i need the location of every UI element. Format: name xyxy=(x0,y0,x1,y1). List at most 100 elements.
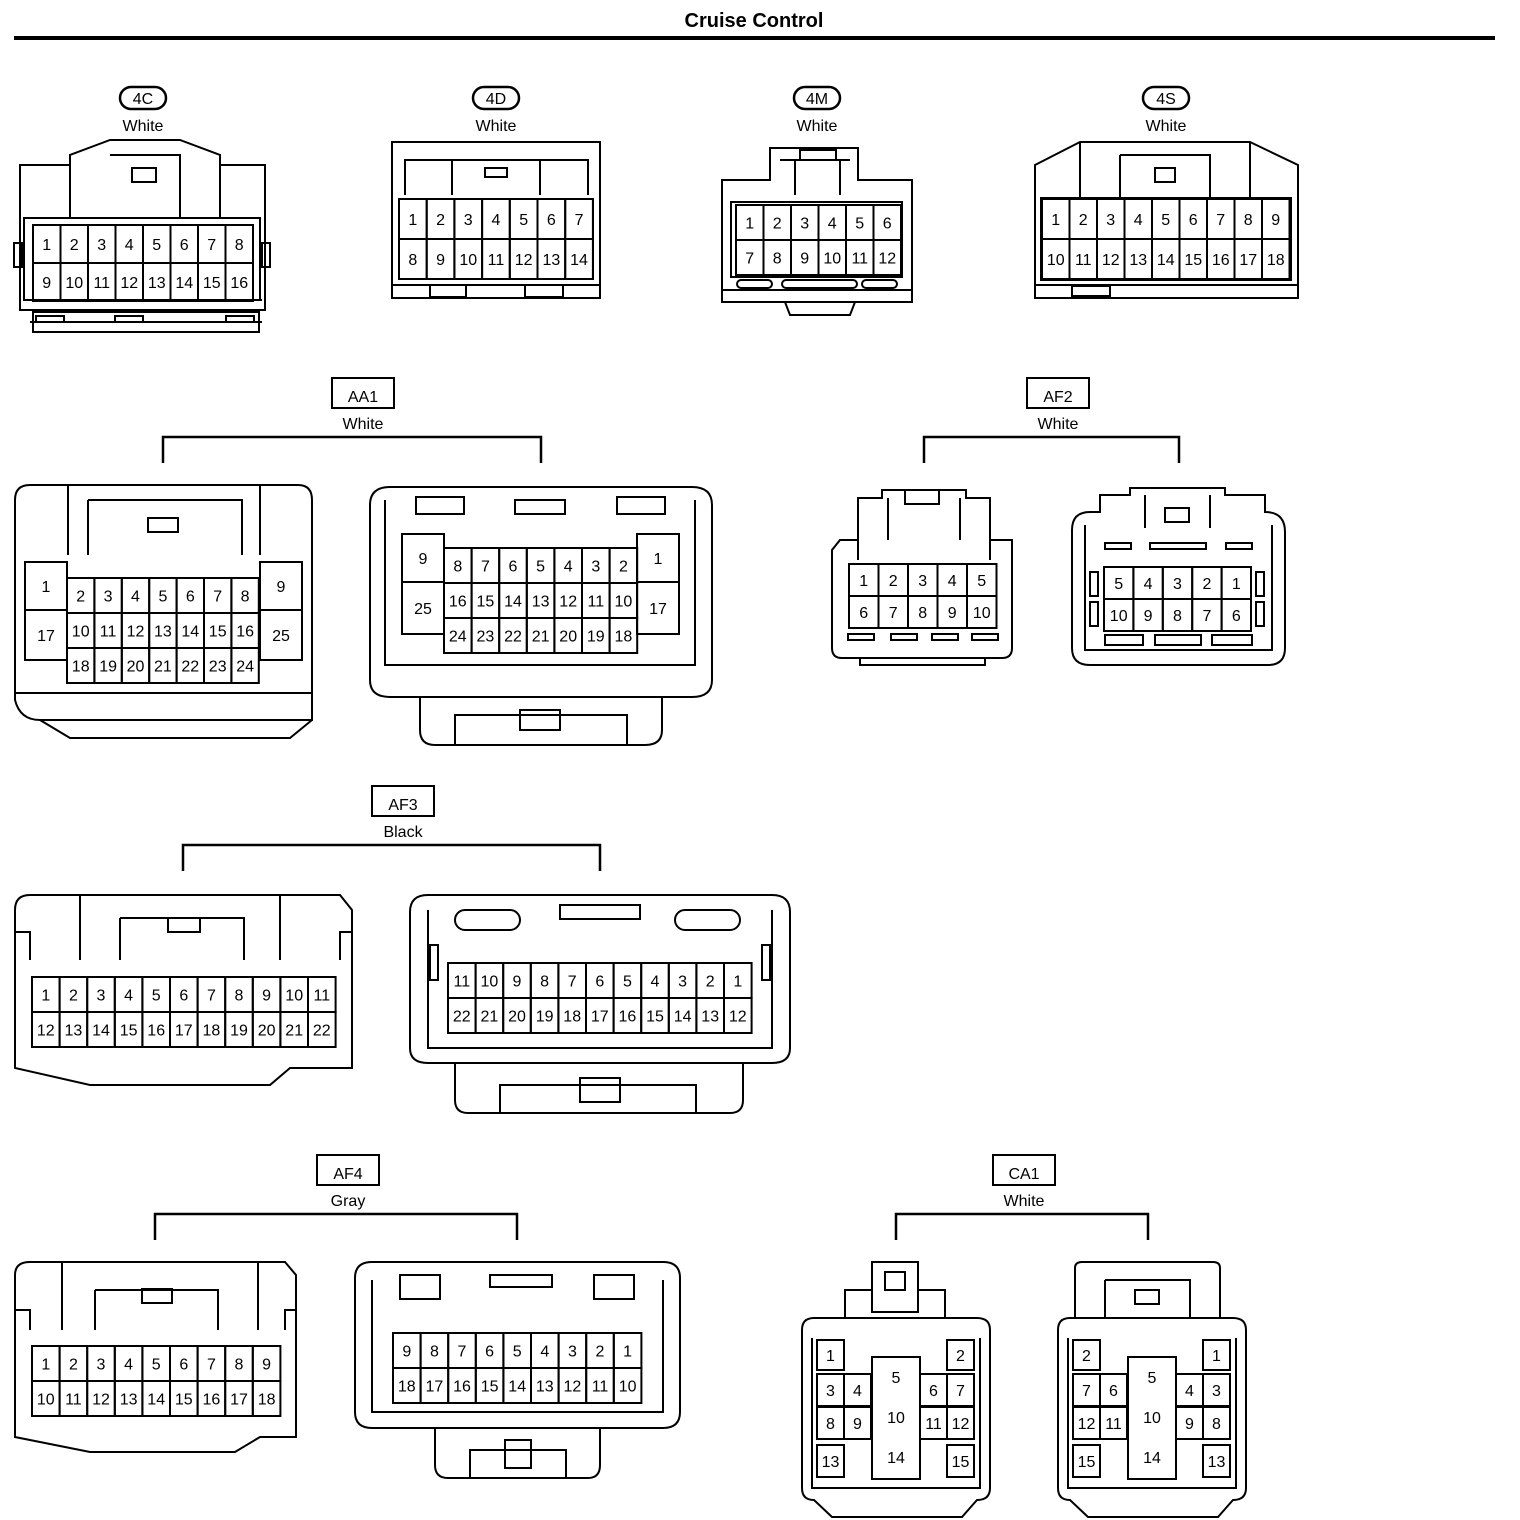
housing-outline xyxy=(1035,142,1298,286)
pin-number: 7 xyxy=(1216,212,1225,229)
pin-number: 1 xyxy=(1212,1348,1221,1365)
pin-number: 6 xyxy=(883,216,892,233)
pin-number: 4 xyxy=(651,974,660,991)
pin-number: 18 xyxy=(563,1009,581,1026)
housing-detail xyxy=(593,1274,635,1300)
pin-number: 15 xyxy=(120,1023,138,1040)
pin-number: 4 xyxy=(124,1357,133,1374)
pin-number: 19 xyxy=(587,629,605,646)
housing-detail xyxy=(1255,601,1265,627)
pin-cell xyxy=(1220,598,1252,632)
tag-frame xyxy=(1026,377,1090,409)
housing-outline xyxy=(391,141,601,299)
pin-number: 3 xyxy=(1106,212,1115,229)
pin-number: 24 xyxy=(236,659,254,676)
housing-detail xyxy=(736,279,773,289)
pin-number: 17 xyxy=(37,628,55,645)
pin-number: 5 xyxy=(977,573,986,590)
pin-cell xyxy=(946,1339,975,1371)
pin-number: 20 xyxy=(127,659,145,676)
housing-detail xyxy=(114,315,144,323)
connector-color: White xyxy=(1004,1193,1045,1210)
pin-number: 3 xyxy=(97,988,106,1005)
pin-number: 4 xyxy=(124,988,133,1005)
pin-number: 7 xyxy=(575,212,584,229)
pin-cell xyxy=(1099,1406,1128,1440)
pin-cell xyxy=(816,1444,845,1478)
pin-number: 22 xyxy=(453,1009,471,1026)
pin-number: 4 xyxy=(131,589,140,606)
housing-detail xyxy=(131,167,157,183)
pin-number: 7 xyxy=(745,251,754,268)
pin-number: 2 xyxy=(76,589,85,606)
pin-number: 6 xyxy=(1232,608,1241,625)
pin-number: 3 xyxy=(464,212,473,229)
pin-number: 19 xyxy=(230,1023,248,1040)
pin-cell xyxy=(230,647,260,684)
bracket-line xyxy=(922,435,1181,463)
housing-outline xyxy=(1074,1261,1221,1318)
pin-number: 8 xyxy=(1212,1416,1221,1433)
pin-number: 8 xyxy=(1173,608,1182,625)
pin-number: 15 xyxy=(477,594,495,611)
pin-number: 9 xyxy=(513,974,522,991)
pin-number: 22 xyxy=(504,629,522,646)
pin-cell xyxy=(723,997,753,1034)
pin-number: 14 xyxy=(570,252,588,269)
pin-number: 13 xyxy=(65,1023,83,1040)
pin-number: 12 xyxy=(1078,1416,1096,1433)
housing-detail xyxy=(167,917,201,933)
pin-number: 4 xyxy=(125,237,134,254)
pin-number: 14 xyxy=(887,1450,905,1467)
pin-number: 6 xyxy=(509,559,518,576)
pin-cell xyxy=(608,617,639,654)
pin-number: 6 xyxy=(595,974,604,991)
pin-number: 15 xyxy=(203,275,221,292)
housing-detail xyxy=(971,633,999,641)
pin-cell xyxy=(224,262,254,302)
pin-number: 8 xyxy=(918,605,927,622)
pin-number: 2 xyxy=(1079,212,1088,229)
pin-number: 3 xyxy=(1212,1383,1221,1400)
connector-id: AF3 xyxy=(388,797,417,814)
pin-number: 1 xyxy=(654,551,663,568)
pin-number: 12 xyxy=(515,252,533,269)
pin-number: 20 xyxy=(258,1023,276,1040)
pin-number: 16 xyxy=(147,1023,165,1040)
connector-color: White xyxy=(1146,118,1187,135)
connector-color: White xyxy=(476,118,517,135)
connector-id: 4C xyxy=(133,91,153,108)
pin-number: 4 xyxy=(491,212,500,229)
pin-number: 8 xyxy=(235,1357,244,1374)
pin-cell xyxy=(1202,1444,1231,1478)
pin-number: 17 xyxy=(591,1009,609,1026)
pin-number: 7 xyxy=(1082,1383,1091,1400)
pin-number: 10 xyxy=(459,252,477,269)
housing-detail xyxy=(454,714,628,746)
pin-number: 10 xyxy=(481,974,499,991)
pin-number: 2 xyxy=(619,559,628,576)
pin-number: 6 xyxy=(180,237,189,254)
pin-number: 10 xyxy=(1047,252,1065,269)
pin-number: 6 xyxy=(859,605,868,622)
housing-outline xyxy=(811,1338,981,1489)
housing-detail xyxy=(261,242,271,268)
pin-number: 10 xyxy=(72,624,90,641)
pin-number: 8 xyxy=(430,1344,439,1361)
pin-cell xyxy=(612,1367,643,1404)
housing-outline xyxy=(369,486,713,698)
housing-outline xyxy=(392,159,600,286)
housing-outline xyxy=(1084,495,1273,651)
pin-number: 5 xyxy=(513,1344,522,1361)
pin-number: 13 xyxy=(542,252,560,269)
connector-id: CA1 xyxy=(1008,1166,1039,1183)
pin-cell xyxy=(259,609,303,661)
housing-detail xyxy=(484,167,508,178)
pin-number: 11 xyxy=(851,251,868,268)
